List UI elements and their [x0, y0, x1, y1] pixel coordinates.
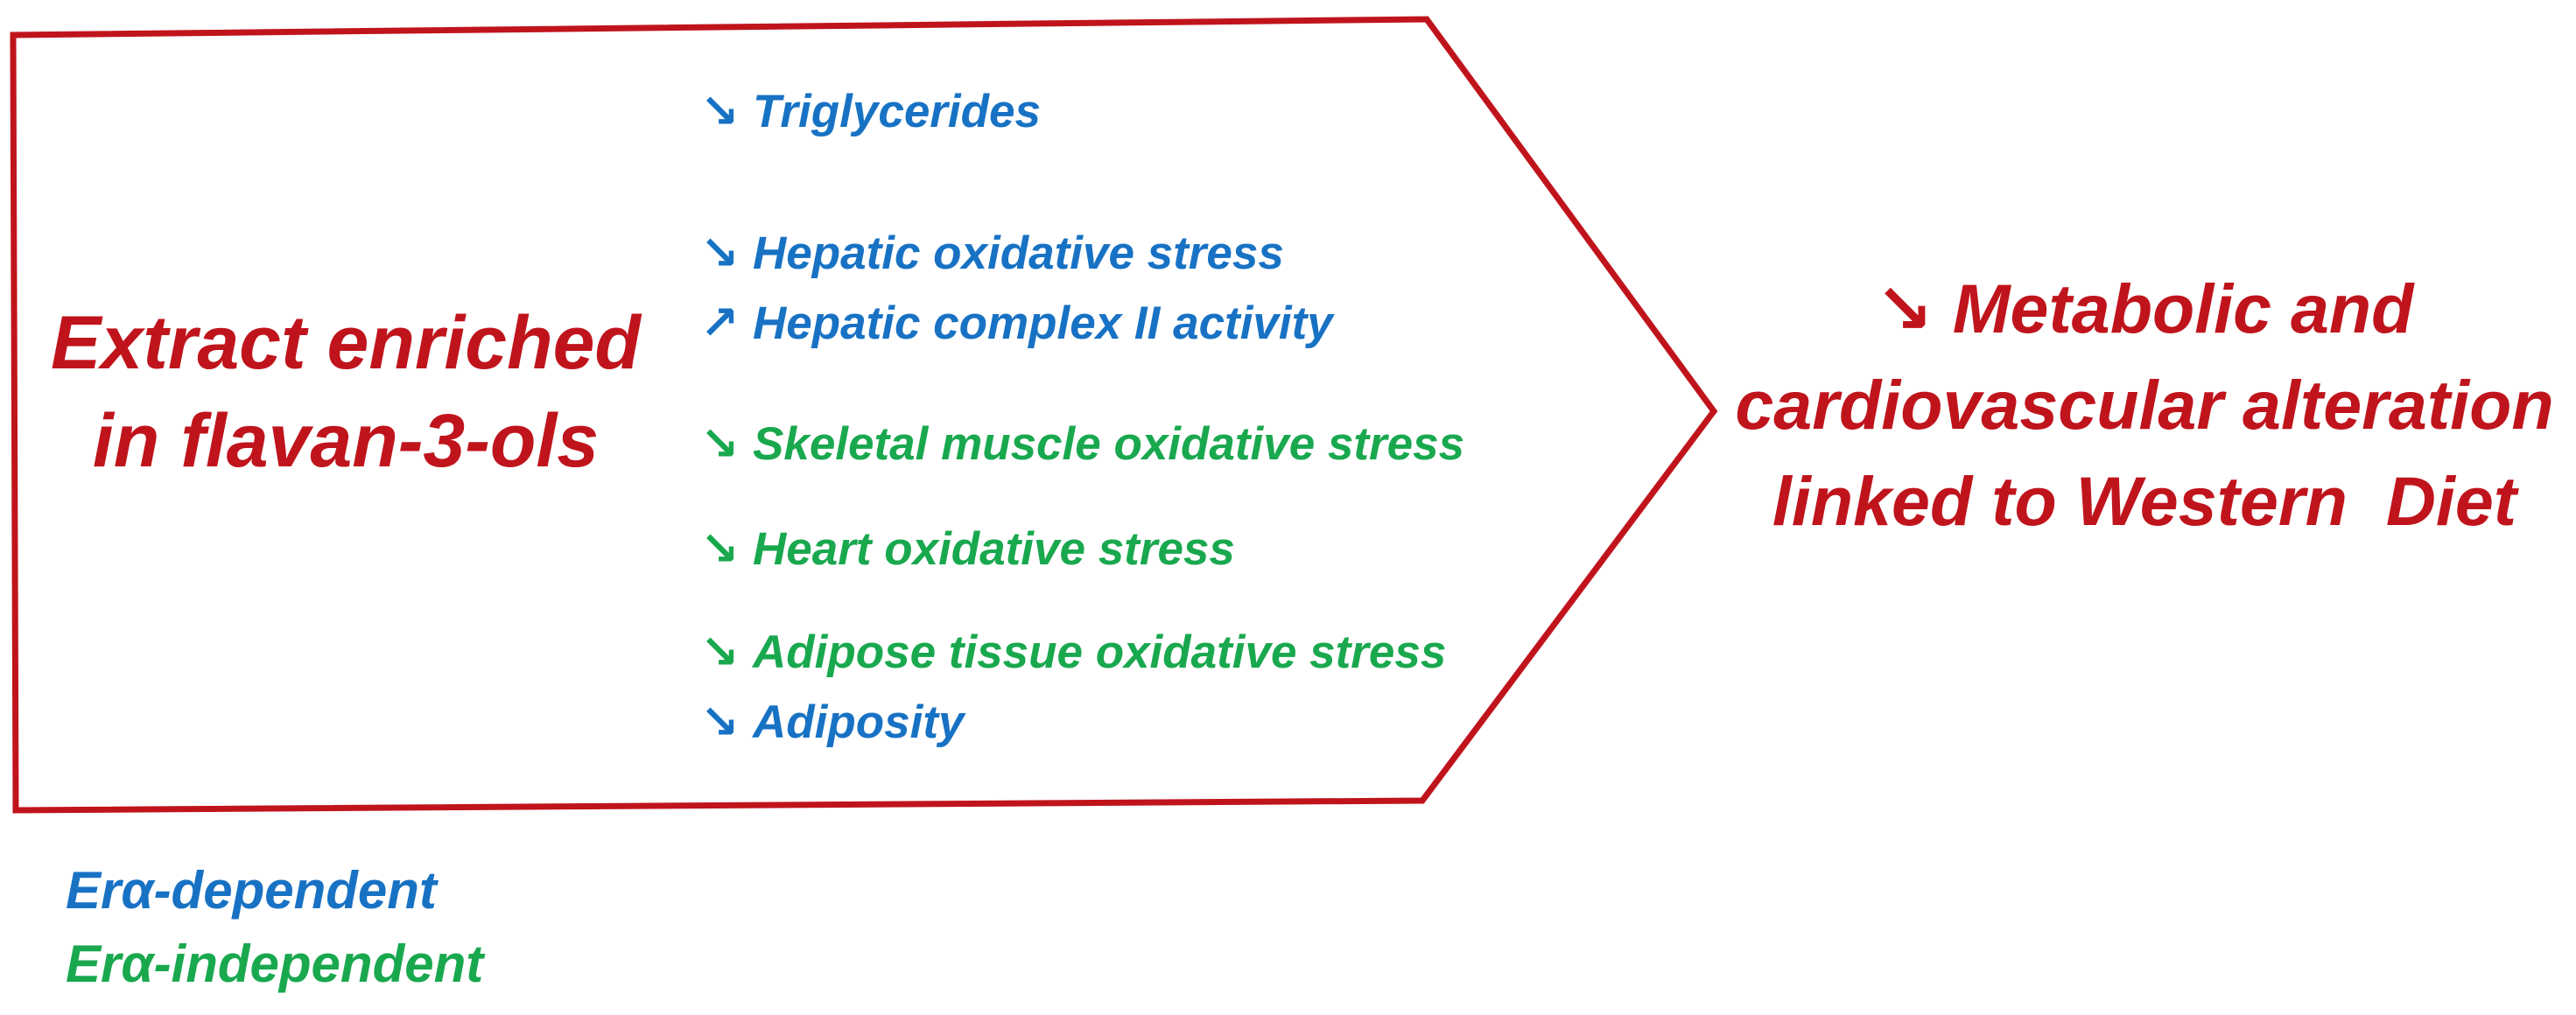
increase-arrow-icon: ↗ — [700, 298, 740, 349]
effect-item-adipose-tissue-oxidative-stress: ↘Adipose tissue oxidative stress — [700, 625, 1446, 681]
source-title-line-1: Extract enriched — [51, 301, 641, 385]
decrease-arrow-icon: ↘ — [700, 626, 740, 678]
decrease-arrow-icon: ↘ — [700, 523, 740, 575]
source-title: Extract enriched in flavan-3-ols — [44, 294, 648, 490]
effect-label: Adiposity — [753, 696, 965, 748]
effect-label: Adipose tissue oxidative stress — [753, 626, 1447, 678]
effect-item-heart-oxidative-stress: ↘Heart oxidative stress — [700, 522, 1235, 578]
decrease-arrow-icon: ↘ — [700, 228, 740, 279]
effect-label: Hepatic complex II activity — [753, 298, 1333, 349]
source-title-line-2: in flavan-3-ols — [92, 399, 600, 483]
outcome-line-1-text: Metabolic and — [1952, 270, 2414, 347]
outcome-title-line-2: cardiovascular alteration — [1735, 366, 2554, 444]
effect-label: Triglycerides — [753, 86, 1041, 137]
effect-item-hepatic-complex-ii-activity: ↗ Hepatic complex II activity — [700, 296, 1333, 352]
effect-item-triglycerides: ↘ Triglycerides — [700, 84, 1041, 140]
decrease-arrow-icon: ↘ — [1875, 270, 1934, 347]
outcome-title-line-3: linked to Western Diet — [1772, 462, 2517, 540]
decrease-arrow-icon: ↘ — [700, 696, 740, 748]
effect-item-skeletal-muscle-oxidative-stress: ↘Skeletal muscle oxidative stress — [700, 416, 1464, 472]
pentagon-arrow-frame — [10, 16, 1718, 814]
decrease-arrow-icon: ↘ — [700, 86, 740, 137]
effect-label: Skeletal muscle oxidative stress — [753, 418, 1465, 470]
effect-label: Hepatic oxidative stress — [753, 228, 1284, 279]
effect-label: Heart oxidative stress — [753, 523, 1235, 575]
legend-era-dependent: Erα-dependent — [66, 861, 437, 920]
outcome-title: ↘ Metabolic and cardiovascular alteratio… — [1716, 261, 2573, 550]
effect-item-adiposity: ↘Adiposity — [700, 695, 964, 751]
outcome-title-line-1: ↘ Metabolic and — [1716, 261, 2573, 357]
legend-era-independent: Erα-independent — [66, 934, 484, 993]
decrease-arrow-icon: ↘ — [700, 418, 740, 470]
effect-item-hepatic-oxidative-stress: ↘ Hepatic oxidative stress — [700, 226, 1284, 282]
